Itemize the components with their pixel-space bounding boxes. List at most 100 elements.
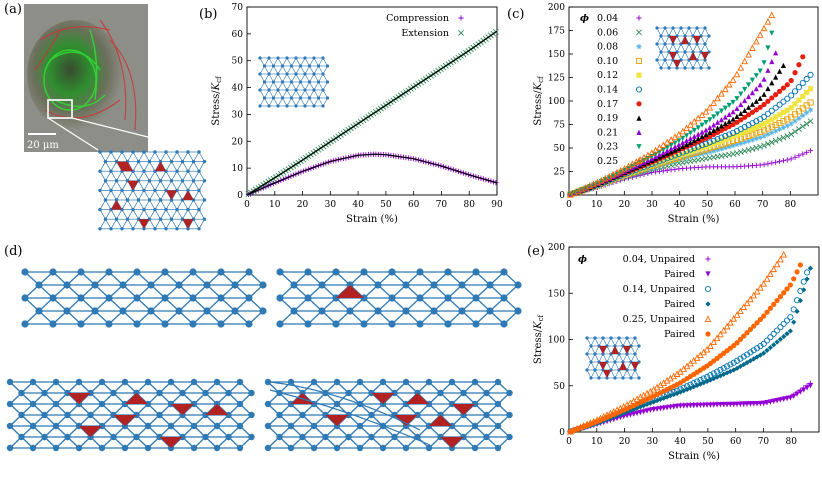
data-point bbox=[644, 401, 650, 407]
node bbox=[687, 26, 691, 30]
bond bbox=[132, 171, 139, 181]
rigid-triangle bbox=[111, 200, 122, 210]
bond bbox=[198, 180, 205, 191]
data-point bbox=[765, 131, 771, 137]
bond bbox=[99, 190, 106, 201]
bond bbox=[176, 199, 183, 210]
bond bbox=[127, 209, 134, 220]
node bbox=[695, 26, 699, 30]
node bbox=[164, 227, 168, 231]
node bbox=[98, 378, 106, 386]
node bbox=[189, 268, 197, 276]
data-point bbox=[733, 70, 741, 78]
rigid-triangle bbox=[681, 36, 689, 44]
data-point bbox=[776, 112, 783, 118]
data-point bbox=[726, 102, 732, 108]
node bbox=[345, 433, 352, 441]
data-point bbox=[734, 96, 740, 102]
data-point bbox=[718, 90, 725, 97]
data-point bbox=[680, 151, 686, 158]
data-point bbox=[727, 401, 733, 408]
data-point bbox=[649, 165, 655, 171]
bond bbox=[176, 180, 183, 191]
bond bbox=[187, 151, 194, 162]
node bbox=[506, 433, 513, 441]
data-point bbox=[757, 283, 764, 291]
node bbox=[444, 294, 452, 302]
data-point bbox=[734, 132, 740, 138]
data-point bbox=[745, 82, 752, 88]
data-point bbox=[757, 104, 763, 110]
data-point bbox=[753, 98, 759, 104]
node bbox=[98, 169, 102, 173]
data-point bbox=[668, 167, 674, 173]
node bbox=[659, 66, 663, 70]
data-point bbox=[752, 37, 760, 45]
data-point bbox=[742, 86, 748, 93]
panel-a-label: (a) bbox=[4, 2, 22, 17]
rigid-triangle bbox=[166, 190, 177, 200]
data-point bbox=[676, 145, 682, 151]
data-point bbox=[730, 109, 736, 115]
x-tick-label: 30 bbox=[646, 200, 658, 210]
bond bbox=[198, 151, 205, 162]
bond bbox=[132, 151, 139, 162]
node bbox=[264, 400, 272, 408]
data-point bbox=[636, 101, 642, 107]
data-point bbox=[767, 344, 773, 351]
node bbox=[91, 281, 99, 289]
node bbox=[52, 422, 60, 430]
data-point bbox=[698, 111, 706, 118]
data-point bbox=[768, 11, 776, 19]
bond bbox=[132, 199, 139, 210]
data-point bbox=[771, 301, 777, 307]
data-point bbox=[741, 361, 747, 368]
data-point bbox=[760, 113, 768, 120]
data-point bbox=[740, 303, 748, 311]
bond bbox=[132, 209, 139, 220]
node bbox=[217, 268, 225, 276]
bond bbox=[116, 171, 123, 181]
node bbox=[175, 169, 179, 173]
y-tick-label: 70 bbox=[232, 3, 244, 13]
y-tick-label: 0 bbox=[559, 191, 565, 201]
series-compression bbox=[245, 151, 499, 197]
node bbox=[191, 159, 196, 164]
node bbox=[267, 88, 271, 92]
bond bbox=[193, 151, 200, 162]
data-point bbox=[770, 265, 778, 273]
node bbox=[437, 389, 444, 397]
data-point bbox=[656, 149, 663, 155]
data-point bbox=[769, 160, 775, 166]
data-point bbox=[680, 139, 686, 146]
network-compressed-many-triangles bbox=[264, 378, 513, 452]
y-tick-label: 150 bbox=[548, 289, 565, 299]
node bbox=[667, 66, 671, 70]
node bbox=[444, 268, 452, 276]
x-tick-label: 80 bbox=[463, 200, 475, 210]
data-point bbox=[794, 391, 800, 397]
node bbox=[294, 104, 298, 108]
data-point bbox=[664, 160, 670, 166]
node bbox=[332, 320, 340, 328]
node bbox=[289, 80, 294, 84]
data-point bbox=[765, 141, 771, 147]
data-point bbox=[734, 141, 740, 148]
bond bbox=[143, 209, 150, 220]
rigid-triangle bbox=[440, 437, 464, 448]
data-point bbox=[780, 109, 787, 116]
node bbox=[659, 50, 663, 54]
node bbox=[633, 336, 637, 340]
data-point bbox=[772, 104, 779, 111]
node bbox=[312, 104, 316, 108]
node bbox=[125, 217, 130, 221]
node bbox=[471, 422, 479, 430]
data-point bbox=[680, 155, 686, 162]
bond bbox=[143, 171, 150, 181]
data-point bbox=[781, 290, 787, 296]
data-point bbox=[699, 122, 705, 128]
scale-bar-label: 20 μm bbox=[27, 140, 59, 151]
data-point bbox=[713, 334, 721, 342]
data-point bbox=[761, 101, 767, 108]
